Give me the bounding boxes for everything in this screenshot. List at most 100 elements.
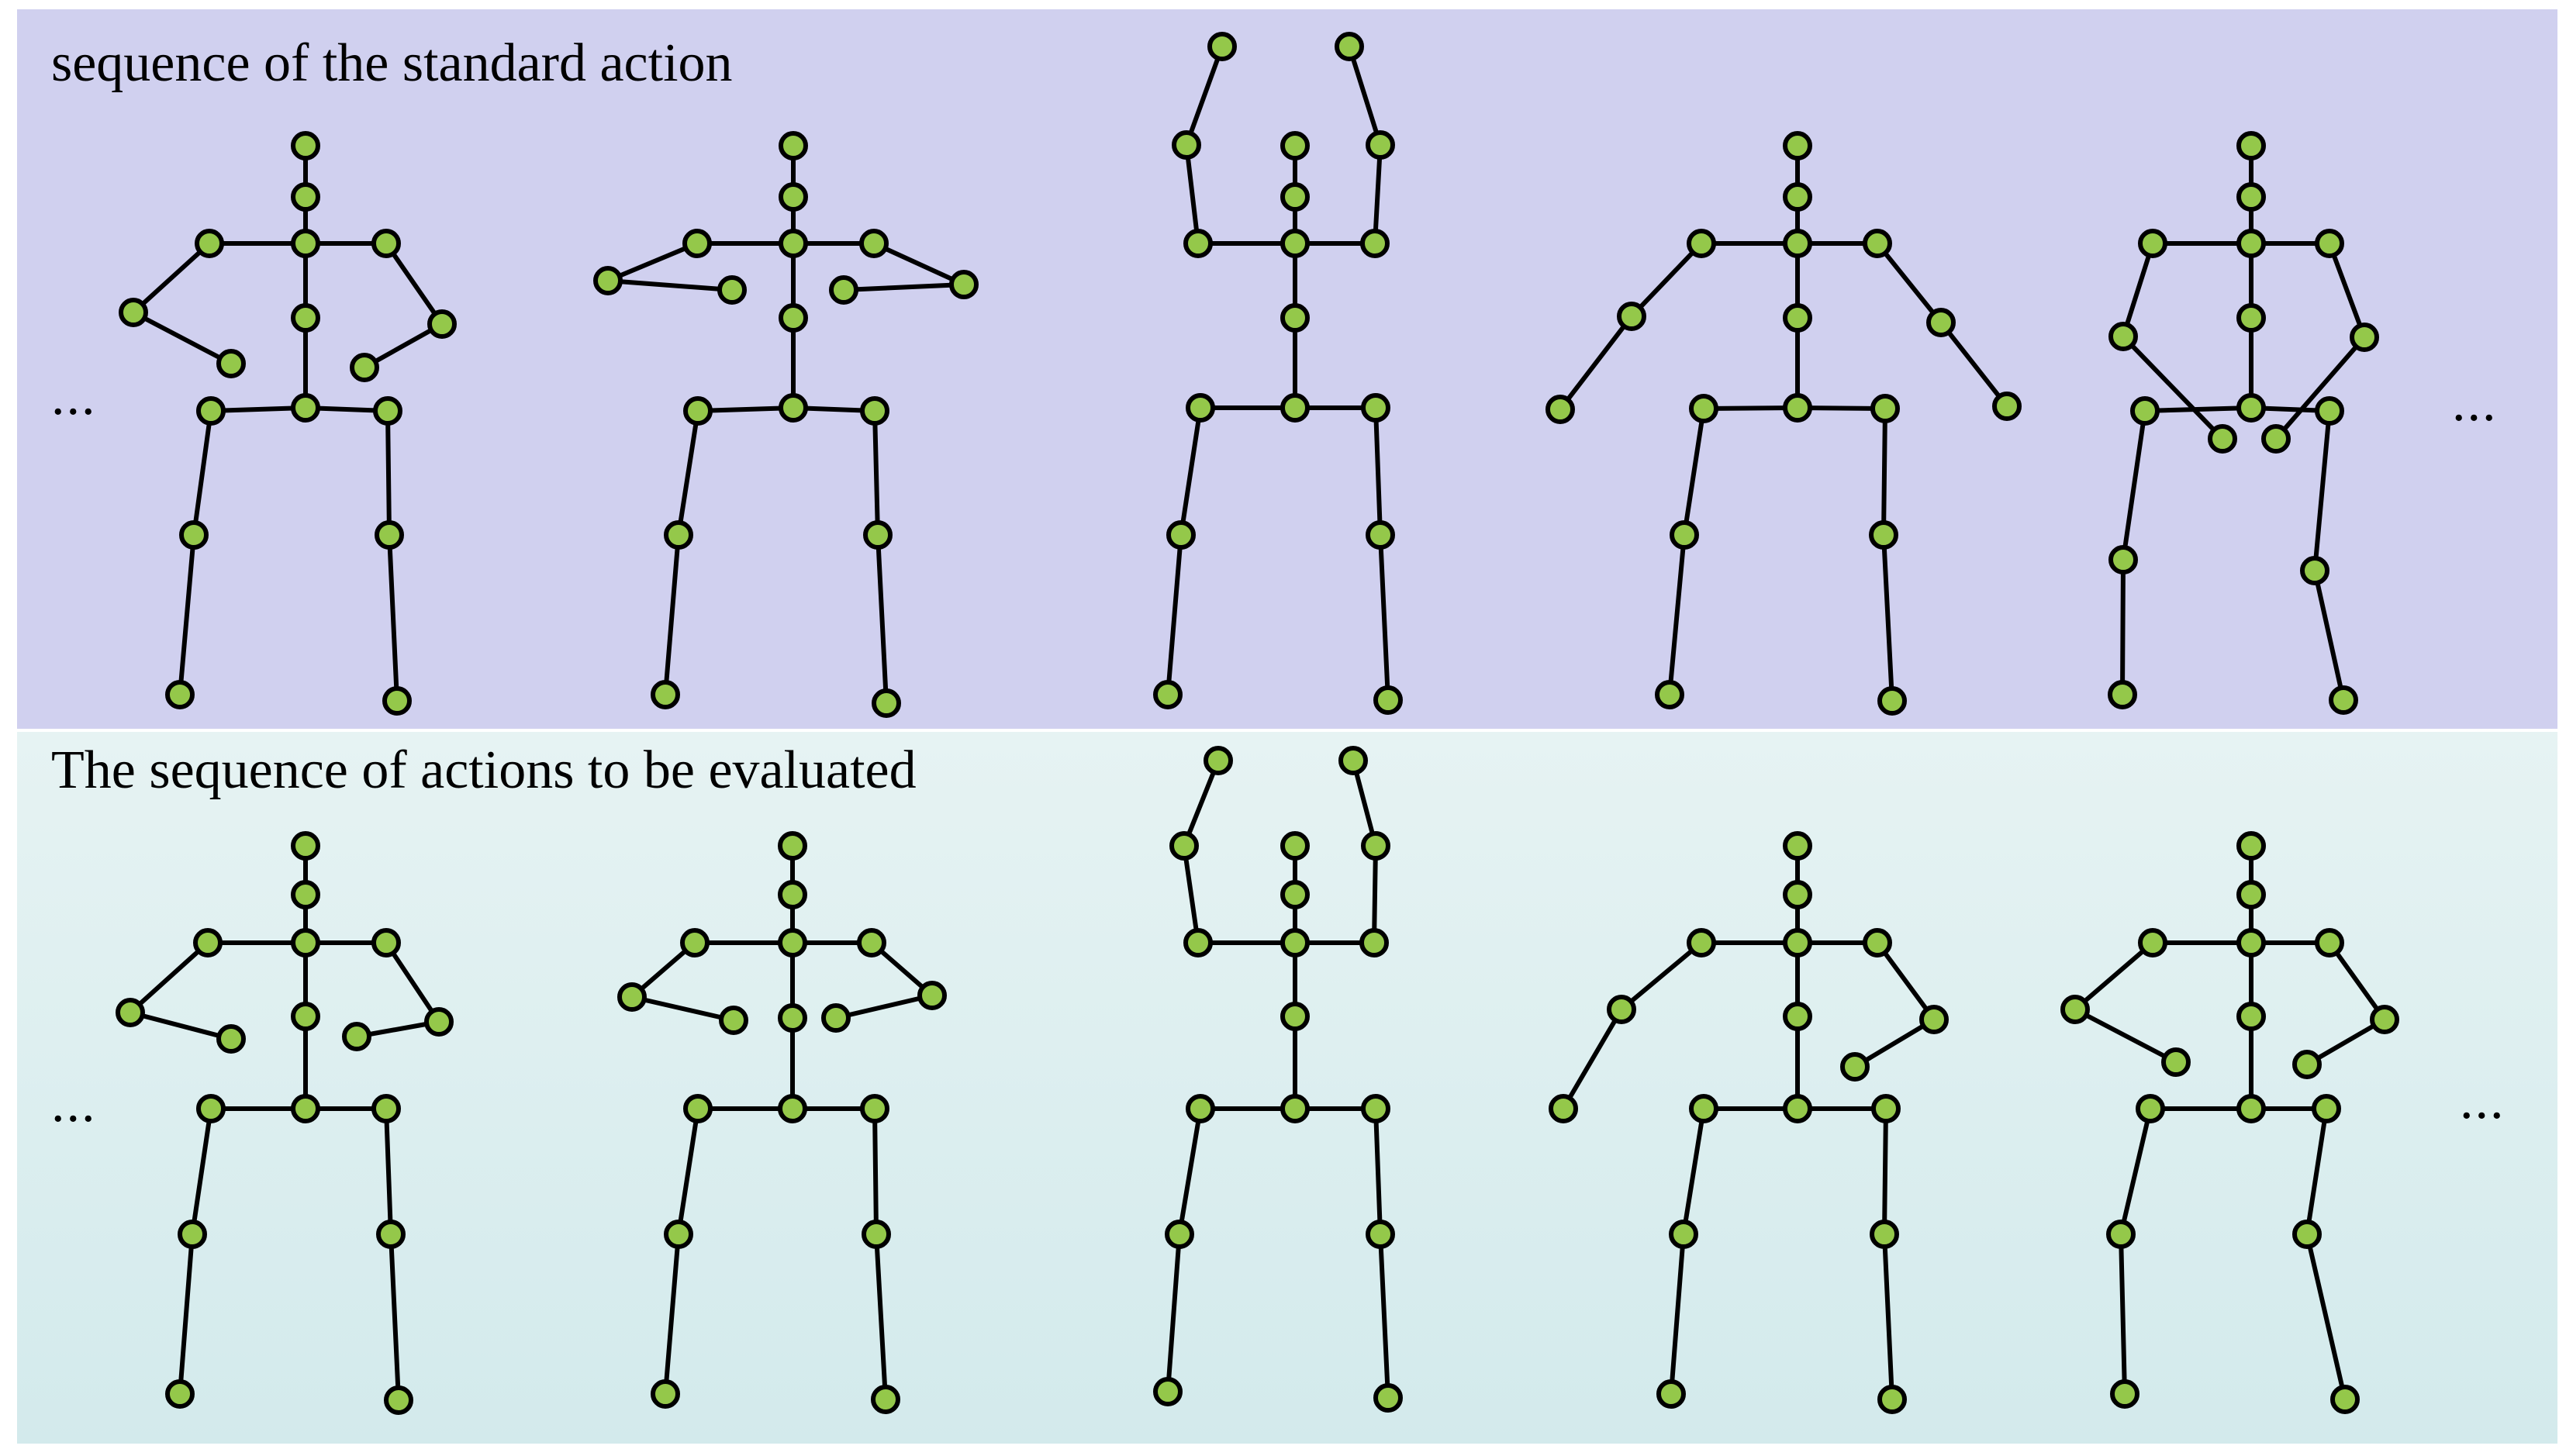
skeleton-bone — [1881, 406, 1887, 537]
skeleton-bone — [2327, 241, 2367, 340]
skeleton-joint — [179, 520, 209, 550]
skeleton-bone — [178, 1232, 195, 1396]
skeleton-joint — [2236, 1094, 2266, 1123]
skeleton-joint — [2236, 229, 2266, 258]
skeleton-joint — [1669, 1220, 1698, 1249]
skeleton-joint — [779, 182, 808, 212]
skeleton-joint — [1656, 1379, 1686, 1409]
skeleton-joint — [1280, 229, 1310, 258]
skeleton-joint — [1877, 1385, 1907, 1414]
skeleton-joint — [779, 393, 808, 423]
skeleton-joint — [664, 520, 693, 550]
skeleton-joint — [1153, 1377, 1183, 1406]
skeleton-joint — [1617, 302, 1646, 331]
skeleton-bone — [696, 405, 796, 413]
skeleton-bone — [1184, 143, 1200, 246]
skeleton-joint — [2106, 1220, 2136, 1249]
skeleton-joint — [193, 928, 223, 957]
skeleton-joint — [382, 686, 412, 716]
skeleton-bone — [1347, 44, 1383, 147]
skeleton-joint — [1783, 1094, 1812, 1123]
skeleton-joint — [2110, 1379, 2139, 1409]
skeleton-bone — [872, 241, 966, 287]
evaluated-sequence-title: The sequence of actions to be evaluated — [51, 740, 917, 800]
skeleton-joint — [1871, 1094, 1901, 1123]
skeleton-joint — [1783, 393, 1812, 423]
skeleton-bone — [1177, 1106, 1203, 1237]
skeleton-joint — [2370, 1005, 2399, 1034]
skeleton-joint — [779, 229, 808, 258]
skeleton-joint — [949, 270, 979, 299]
skeleton-bone — [192, 409, 213, 537]
skeleton-joint — [1172, 130, 1201, 160]
skeleton-joint — [1545, 395, 1575, 424]
skeleton-bone — [874, 1232, 888, 1402]
skeleton-bone — [1179, 405, 1203, 537]
skeleton-joint — [1338, 746, 1368, 775]
skeleton-joint — [1280, 393, 1310, 423]
skeleton-bone — [630, 995, 736, 1023]
skeleton-joint — [778, 1094, 807, 1123]
skeleton-joint — [178, 1220, 207, 1249]
skeleton-bone — [178, 533, 196, 697]
skeleton-bone — [384, 241, 444, 326]
skeleton-joint — [872, 688, 901, 718]
standard-skeleton-3 — [1153, 32, 1403, 715]
skeleton-joint — [917, 981, 947, 1010]
skeleton-bone — [1882, 1232, 1894, 1402]
skeleton-joint — [291, 303, 320, 333]
skeleton-bone — [663, 1232, 681, 1396]
skeleton-bone — [362, 322, 444, 370]
skeleton-joint — [2261, 424, 2291, 454]
skeleton-joint — [373, 396, 402, 426]
skeleton-joint — [1280, 880, 1310, 909]
skeleton-joint — [863, 520, 893, 550]
ellipsis-left: ... — [51, 367, 97, 426]
skeleton-joint — [593, 266, 623, 295]
skeleton-joint — [1280, 928, 1310, 957]
skeleton-joint — [2236, 1002, 2266, 1031]
skeleton-joint — [116, 998, 145, 1027]
skeleton-bone — [1372, 844, 1378, 945]
skeleton-joint — [2315, 928, 2344, 957]
skeleton-bone — [190, 1106, 213, 1237]
evaluated-skeleton-4 — [1549, 831, 1949, 1414]
skeleton-joint — [1919, 1005, 1949, 1034]
skeleton-joint — [424, 1007, 454, 1037]
skeleton-joint — [1361, 393, 1390, 423]
skeleton-bone — [1875, 241, 1943, 325]
skeleton-joint — [291, 928, 320, 957]
skeleton-joint — [617, 982, 647, 1012]
skeleton-bone — [663, 533, 681, 697]
skeleton-joint — [1165, 1220, 1194, 1249]
skeleton-joint — [1335, 32, 1364, 61]
skeleton-bone — [2305, 1106, 2329, 1237]
skeleton-joint — [1783, 1002, 1812, 1031]
skeleton-joint — [1153, 680, 1183, 709]
skeleton-joint — [376, 1220, 406, 1249]
skeleton-joint — [291, 229, 320, 258]
skeleton-bone — [2312, 568, 2346, 702]
skeleton-joint — [2236, 393, 2266, 423]
skeleton-joint — [2330, 1385, 2360, 1414]
skeleton-joint — [1863, 928, 1892, 957]
skeleton-joint — [1783, 303, 1812, 333]
skeleton-joint — [1361, 1094, 1390, 1123]
skeleton-bone — [1378, 1232, 1390, 1400]
skeleton-bone — [1378, 533, 1390, 702]
skeleton-joint — [371, 1094, 401, 1123]
standard-skeleton-2 — [593, 131, 979, 718]
skeleton-joint — [1280, 1002, 1310, 1031]
skeleton-joint — [165, 1379, 195, 1409]
skeleton-bone — [2327, 940, 2387, 1022]
skeleton-bone — [676, 1106, 700, 1237]
skeleton-joint — [2060, 995, 2090, 1024]
skeleton-joint — [871, 1385, 900, 1414]
skeleton-bone — [841, 282, 966, 292]
skeleton-joint — [291, 1094, 320, 1123]
skeleton-bone — [1619, 940, 1704, 1012]
skeleton-joint — [778, 880, 807, 909]
skeleton-joint — [1607, 995, 1636, 1024]
ellipsis-right: ... — [2460, 1071, 2506, 1130]
